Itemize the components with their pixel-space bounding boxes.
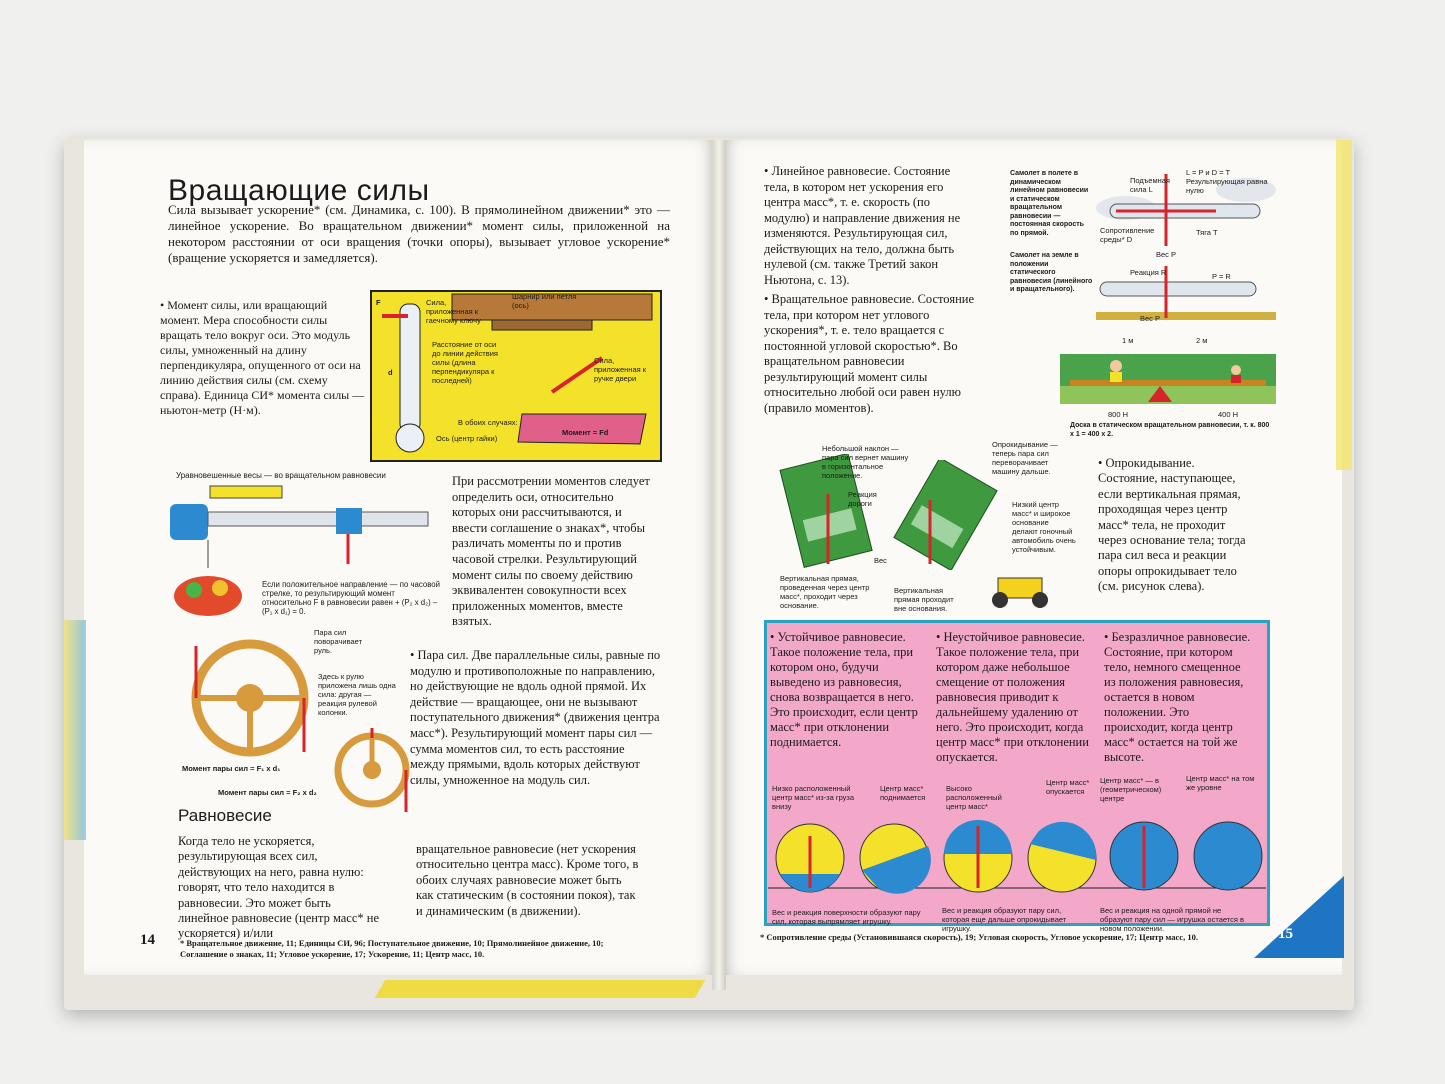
weight-label-flight: Вес P — [1156, 250, 1177, 259]
same-level-label: Центр масс* на том же уровне — [1186, 774, 1255, 792]
truck-tilted-graphic — [779, 452, 873, 568]
race-car-diagram — [988, 566, 1052, 610]
vertical-through-base-caption: Вертикальная прямая, проведенная через ц… — [780, 574, 870, 610]
race-car-graphic — [992, 577, 1048, 608]
seesaw-distance-1: 1 м — [1122, 336, 1134, 345]
racecar-caption: Низкий центр масс* и широкое основание д… — [1012, 500, 1076, 554]
left-page — [84, 140, 716, 975]
equilibrium-paragraph-2: вращательное равновесие (нет ускорения о… — [416, 842, 639, 918]
bottom-caption-neutral: Вес и реакция на одной прямой не образую… — [1100, 906, 1245, 933]
book-spine — [712, 140, 726, 990]
scales-title: Уравновешенные весы — во вращательном ра… — [176, 471, 386, 480]
seesaw-weight-1: 800 Н — [1108, 410, 1129, 419]
weight-caption: Вес — [874, 556, 887, 565]
footnote-left: * Вращательное движение, 11; Единицы СИ,… — [180, 938, 604, 959]
right-edge-stripe — [1336, 140, 1352, 470]
equilibrium-heading: Равновесие — [178, 806, 272, 825]
plane-caption-ground: Самолет на земле в положении статическог… — [1010, 252, 1093, 293]
thrust-label: Тяга T — [1196, 228, 1218, 237]
low-com-label: Низко расположенный центр масс* из-за гр… — [772, 784, 855, 811]
wrench-diagram: Сила, приложенная к гаечному ключу Шарни… — [370, 290, 662, 462]
distance-label: Расстояние от оси до линии действия силы… — [432, 340, 498, 385]
moment-formula: Момент = Fd — [562, 428, 609, 437]
vertical-outside-base-caption: Вертикальная прямая проходит вне основан… — [894, 586, 954, 613]
scales-caption: Если положительное направление — по часо… — [262, 580, 440, 616]
left-edge-stripe — [64, 620, 86, 840]
equilibrium-types-box — [764, 620, 1270, 926]
linear-equilibrium-paragraph: • Линейное равновесие. Состояние тела, в… — [764, 164, 961, 287]
bottom-edge-stripe — [374, 980, 706, 998]
plane-equation-label: L = P и D = T Результирующая равна нулю — [1186, 168, 1268, 195]
com-rises-label: Центр масс* поднимается — [880, 784, 926, 802]
force-F-label: F — [376, 298, 381, 307]
p-equals-r-label: P = R — [1212, 272, 1231, 281]
geom-center-label: Центр масс* — в (геометрическом) центре — [1100, 776, 1162, 803]
seesaw-distance-2: 2 м — [1196, 336, 1208, 345]
wheel-formula-2: Момент пары сил = F₂ x d₂ — [218, 788, 317, 797]
couple-paragraph: • Пара сил. Две параллельные силы, равны… — [410, 648, 661, 787]
high-com-label: Высоко расположенный центр масс* — [946, 784, 1002, 811]
steering-wheel-small — [332, 724, 416, 812]
steering-wheel-large-graphic — [191, 639, 309, 757]
moments-paragraph: При рассмотрении моментов следует опреде… — [452, 474, 650, 629]
wheel-formula-1: Момент пары сил = F₁ x d₁ — [182, 764, 281, 773]
plane-ground-diagram — [1090, 262, 1280, 322]
plane-caption-flight: Самолет в полете в динамическом линейном… — [1010, 170, 1089, 237]
bottom-caption-unstable: Вес и реакция образуют пару сил, которая… — [942, 906, 1067, 933]
both-cases-label: В обоих случаях: — [458, 418, 518, 427]
rotational-equilibrium-paragraph: • Вращательное равновесие. Состояние тел… — [764, 292, 974, 415]
page-title: Вращающие силы — [168, 174, 430, 207]
tipping-caption: Опрокидывание — теперь пара сил перевора… — [992, 440, 1058, 476]
door-force-label: Сила, приложенная к ручке двери — [594, 356, 647, 383]
balance-scale — [168, 484, 430, 624]
truck-tipping-diagram — [890, 457, 1000, 572]
seesaw-caption: Доска в статическом вращательном равнове… — [1070, 422, 1270, 438]
reaction-label: Реакция R — [1130, 268, 1167, 277]
seesaw-graphic — [1060, 354, 1276, 404]
unstable-equilibrium-text: • Неустойчивое равновесие. Такое положен… — [936, 630, 1089, 764]
road-reaction-caption: Реакция дороги — [848, 490, 877, 508]
truck-tilted-diagram — [776, 452, 880, 572]
seesaw-diagram — [1060, 344, 1276, 410]
footnote-right: * Сопротивление среды (Установившаяся ск… — [760, 932, 1198, 942]
distance-d-label: d — [388, 368, 393, 377]
wheel-caption-2: Здесь к рулю приложена лишь одна сила: д… — [318, 672, 396, 717]
seesaw-weight-2: 400 Н — [1218, 410, 1239, 419]
lift-label: Подъемная сила L — [1130, 176, 1170, 194]
hinge-label: Шарнир или петля (ось) — [512, 292, 577, 310]
page-number-left: 14 — [140, 932, 155, 948]
drag-label: Сопротивление среды* D — [1100, 226, 1155, 244]
small-tilt-caption: Небольшой наклон — пара сил вернет машин… — [822, 444, 909, 480]
plane-flight-graphic — [1096, 174, 1276, 246]
page-number-right: 15 — [1278, 926, 1293, 942]
weight-label-ground: Вес P — [1140, 314, 1161, 323]
com-falls-label: Центр масс* опускается — [1046, 778, 1090, 796]
moment-definition: • Момент силы, или вращающий момент. Мер… — [160, 298, 365, 417]
stable-equilibrium-text: • Устойчивое равновесие. Такое положение… — [770, 630, 918, 749]
steering-wheel-large — [190, 636, 310, 757]
axis-label: Ось (центр гайки) — [436, 434, 498, 443]
plane-flight-diagram — [1096, 168, 1276, 248]
wheel-caption-1: Пара сил поворачивает руль. — [314, 628, 363, 655]
toys-diagram — [768, 796, 1266, 906]
tipping-paragraph: • Опрокидывание. Состояние, наступающее,… — [1098, 456, 1246, 594]
balance-scale-graphic — [170, 485, 429, 616]
wrench-force-label: Сила, приложенная к гаечному ключу — [426, 298, 481, 325]
truck-tipping-graphic — [893, 457, 998, 572]
intro-paragraph: Сила вызывает ускорение* (см. Динамика, … — [168, 202, 670, 265]
wrench-diagram-graphic — [382, 293, 653, 453]
neutral-equilibrium-text: • Безразличное равновесие. Состояние, пр… — [1104, 630, 1251, 764]
equilibrium-paragraph-1: Когда тело не ускоряется, результирующая… — [178, 834, 380, 941]
steering-wheel-small-graphic — [334, 724, 410, 812]
bottom-caption-stable: Вес и реакция поверхности образуют пару … — [772, 908, 921, 926]
plane-ground-graphic — [1090, 266, 1280, 320]
toys-graphic — [768, 820, 1266, 894]
